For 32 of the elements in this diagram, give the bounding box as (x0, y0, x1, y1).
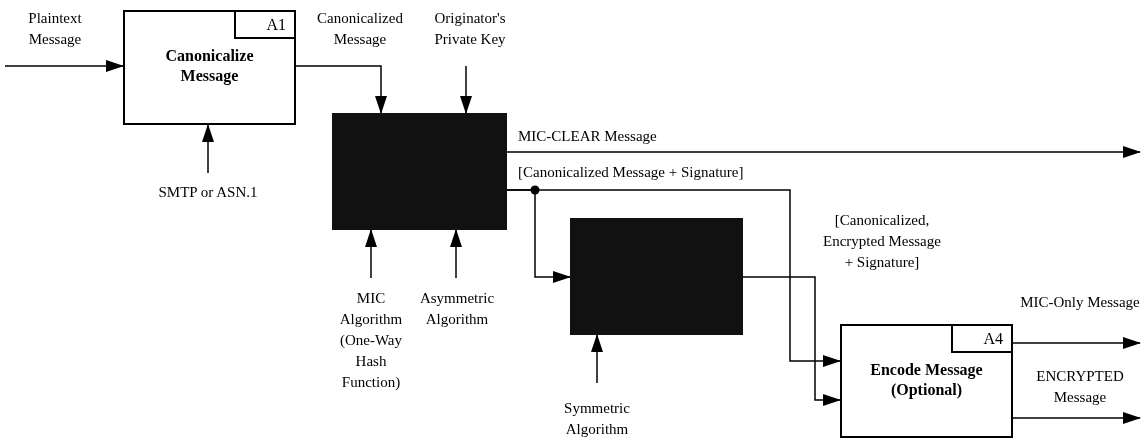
edge-label: ENCRYPTED Message (1035, 367, 1125, 407)
edge-label: MIC-CLEAR Message (518, 127, 658, 146)
box-tag: A4 (951, 326, 1011, 353)
arrow (4, 60, 124, 72)
arrow (460, 65, 472, 114)
edge-label: [Canonicalized, Encrypted Message + Signature] (822, 211, 942, 272)
arrow (1012, 337, 1141, 349)
process-box (123, 10, 296, 125)
arrow (742, 276, 841, 406)
edge-label: Originator's Private Key (433, 9, 507, 49)
arrow (506, 146, 1141, 158)
edge-label: MIC Algorithm (One-Way Hash Function) (338, 289, 404, 392)
shaded-box (570, 218, 743, 335)
arrow (1012, 412, 1141, 424)
edge-label: SMTP or ASN.1 (157, 183, 259, 202)
arrow (365, 229, 377, 279)
edge-label: MIC-Only Message (1020, 293, 1140, 312)
arrow (591, 334, 603, 384)
box-title: Canonicalize Message (164, 46, 255, 86)
arrow (202, 124, 214, 174)
arrow (450, 229, 462, 279)
edge-label: Asymmetric Algorithm (418, 289, 496, 329)
box-tag: A1 (234, 12, 294, 39)
edge-label: [Canonicalized Message + Signature] (518, 163, 745, 182)
arrow (506, 189, 571, 283)
edge-label: Canonicalized Message (316, 9, 404, 49)
edge-label: Plaintext Message (27, 9, 83, 49)
box-title: Encode Message (Optional) (869, 360, 984, 400)
arrow (295, 65, 387, 114)
edge-label: Symmetric Algorithm (563, 399, 631, 439)
shaded-box (332, 113, 507, 230)
process-box (840, 324, 1013, 438)
